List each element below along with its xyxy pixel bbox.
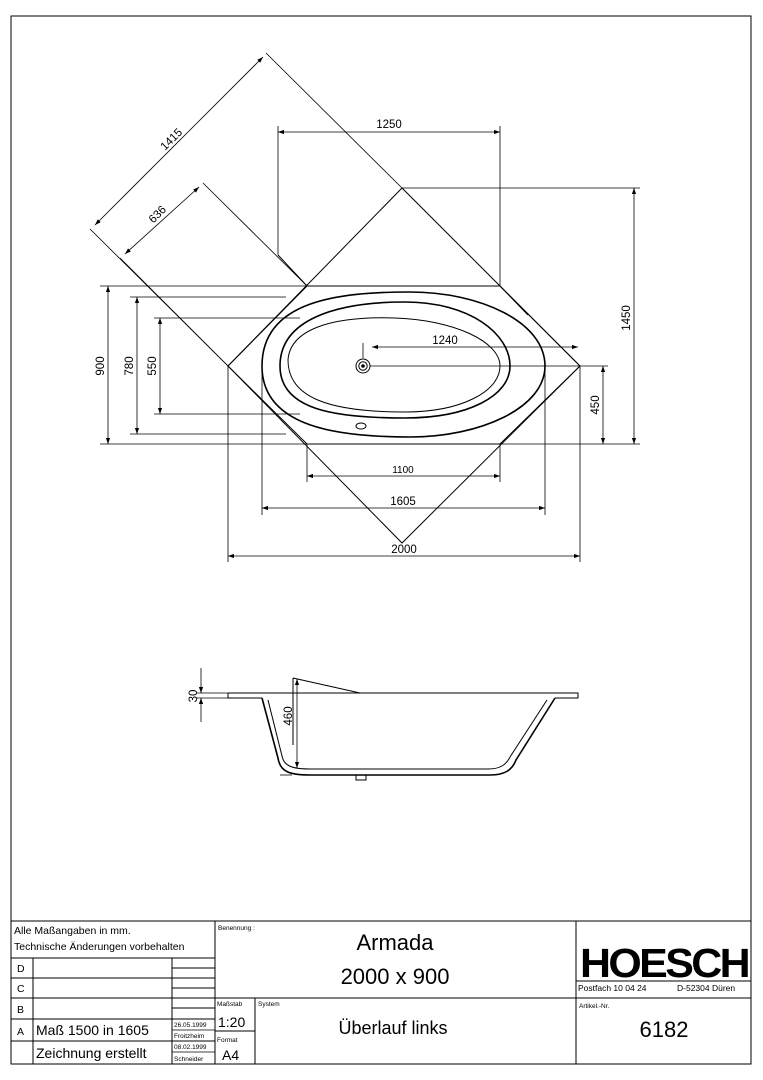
dim-label-450: 450	[590, 395, 602, 414]
rev-letter-b: B	[17, 1004, 24, 1016]
rev-a-author: Froitzheim	[174, 1033, 204, 1040]
dim-label-460: 460	[283, 706, 295, 725]
side-view: 30 460	[188, 668, 579, 781]
top-view: 1415 636 1250 1450 900 780 550	[89, 52, 640, 562]
product-size: 2000 x 900	[341, 964, 450, 989]
initial-author: Schneider	[174, 1056, 204, 1063]
rev-a-description: Maß 1500 in 1605	[36, 1022, 149, 1038]
drawing-frame	[10, 15, 752, 1065]
product-name: Armada	[356, 930, 434, 955]
dim-line-1415	[94, 56, 264, 226]
side-body-outer	[261, 697, 556, 776]
dim-label-2000: 2000	[391, 544, 417, 556]
side-drain-icon	[355, 775, 367, 781]
massstab-value: 1:20	[218, 1014, 245, 1030]
artikel-number: 6182	[640, 1017, 689, 1042]
dim-label-780: 780	[124, 356, 136, 375]
dim-label-1605: 1605	[390, 496, 416, 508]
note-changes-reserved: Technische Änderungen vorbehalten	[14, 941, 185, 953]
side-body-inner	[267, 699, 548, 770]
title-block: Alle Maßangaben in mm. Technische Änderu…	[11, 920, 751, 1064]
rev-a-date: 26.05.1999	[174, 1022, 207, 1029]
company-city: D-52304 Düren	[677, 983, 735, 993]
bath-basin-oval	[279, 301, 511, 419]
dim-label-636: 636	[147, 204, 169, 226]
bath-rim-oval	[261, 291, 546, 438]
system-label: System	[258, 1001, 280, 1008]
side-backrest	[292, 677, 361, 745]
massstab-label: Maßstab	[217, 1001, 243, 1008]
format-label: Format	[217, 1037, 238, 1044]
rev-letter-c: C	[17, 983, 25, 995]
dim-label-1250: 1250	[376, 119, 402, 131]
rev-letter-d: D	[17, 963, 25, 975]
hoesch-logo: HOESCH	[580, 940, 748, 986]
dim-line-636	[124, 186, 200, 255]
dim-label-1415: 1415	[159, 127, 186, 154]
dim-label-1450: 1450	[621, 305, 633, 331]
dim-label-1100: 1100	[392, 465, 414, 476]
side-rim	[227, 692, 579, 699]
benennung-label: Benennung :	[218, 925, 255, 932]
overflow-icon	[355, 422, 367, 430]
dim-label-30: 30	[188, 690, 200, 703]
artikel-label: Artikel.-Nr.	[579, 1003, 610, 1010]
bath-floor-oval	[287, 317, 501, 413]
company-postbox: Postfach 10 04 24	[578, 983, 647, 993]
system-value: Überlauf links	[338, 1018, 447, 1038]
drain-icon	[355, 358, 371, 374]
format-value: A4	[222, 1047, 239, 1063]
initial-description: Zeichnung erstellt	[36, 1045, 147, 1061]
note-dimensions-mm: Alle Maßangaben in mm.	[14, 925, 131, 937]
rev-letter-a: A	[17, 1026, 24, 1038]
initial-date: 08.02.1999	[174, 1044, 207, 1051]
outline-top-right-extension	[499, 285, 529, 316]
dim-label-1240: 1240	[432, 335, 458, 347]
dim-label-550: 550	[147, 356, 159, 375]
dim-label-900: 900	[95, 356, 107, 375]
